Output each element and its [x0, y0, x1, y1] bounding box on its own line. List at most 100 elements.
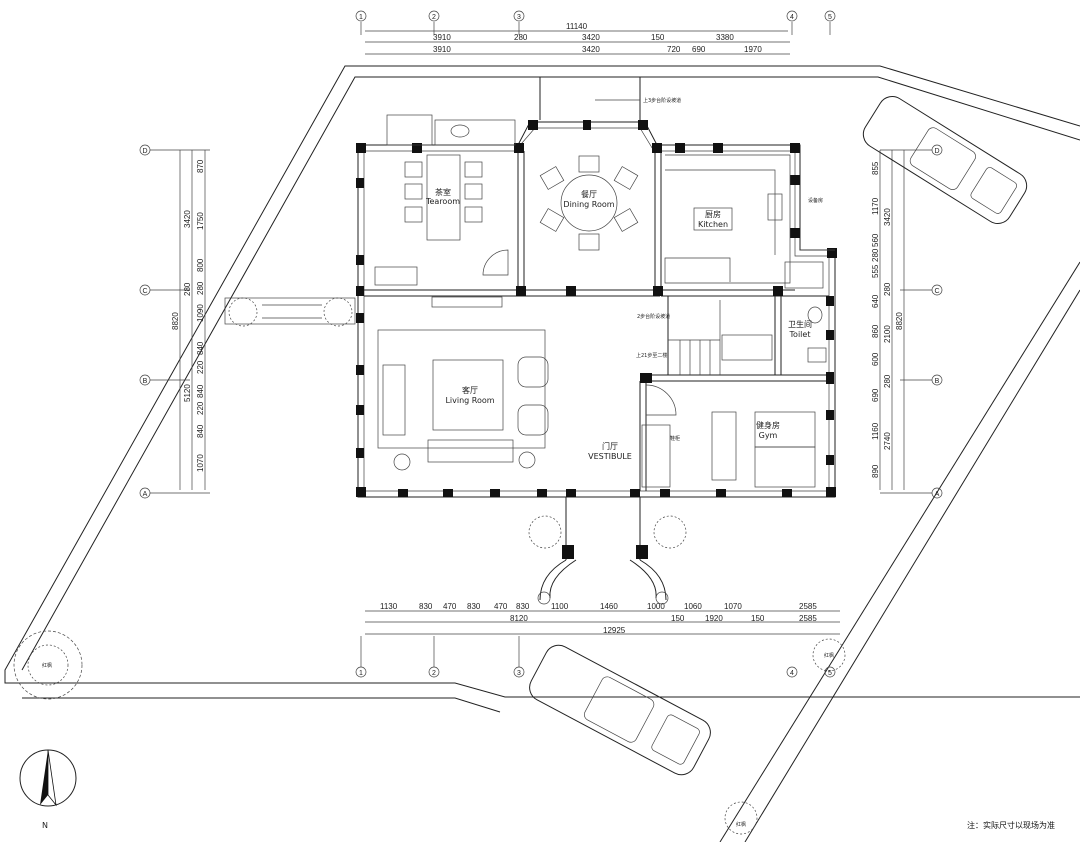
axis-bottom-5: 5 [824, 666, 836, 678]
plan-linework [826, 410, 834, 420]
plan-linework [638, 120, 648, 130]
plan-label: 840 [196, 341, 205, 355]
plan-linework [21, 76, 1080, 671]
plan-linework [862, 96, 1028, 224]
plan-linework [827, 248, 837, 258]
plan-linework [404, 206, 423, 223]
plan-linework [812, 638, 846, 672]
dining-label-en: Dining Room [563, 200, 614, 209]
axis-bottom-1: 1 [355, 636, 367, 678]
plan-linework [356, 313, 364, 323]
site-boundary [4, 65, 1080, 842]
plan-linework [427, 439, 514, 463]
plan-label: 870 [196, 159, 205, 173]
plan-linework [578, 233, 600, 251]
plan-label: 280 [196, 281, 205, 295]
plan-linework [13, 630, 83, 700]
plan-linework [754, 446, 816, 488]
plan-linework [356, 255, 364, 265]
plan-label: 3420 [183, 210, 192, 228]
plan-linework [651, 714, 700, 765]
plan-linework [539, 559, 567, 601]
plan-linework [909, 127, 976, 190]
plan-label: 12925 [603, 626, 626, 635]
plan-linework [613, 166, 639, 190]
plan-label: 280 [514, 33, 528, 42]
plan-linework [377, 329, 546, 449]
shrub-icon [323, 297, 353, 327]
plan-linework [539, 208, 565, 232]
plan-label: 280 [871, 248, 880, 262]
plan-linework [404, 183, 423, 200]
car-icon [862, 96, 1028, 224]
plan-linework [490, 489, 500, 497]
plan-linework [528, 120, 538, 130]
plan-linework [356, 448, 364, 458]
tree-icon: 红枫 [812, 638, 846, 672]
plan-linework [356, 178, 364, 188]
plan-label: 830 [419, 602, 433, 611]
plan-label: 470 [494, 602, 508, 611]
plan-linework [428, 10, 440, 22]
plan-label: 1100 [551, 602, 569, 611]
plan-linework [713, 143, 723, 153]
plan-linework [807, 347, 827, 363]
plan-linework [426, 154, 461, 241]
plan-linework [412, 143, 422, 153]
shrub-icon [228, 297, 258, 327]
grid-axes: 1 2 3 4 5 1 2 3 4 5 D C B A D C B A [139, 10, 943, 678]
plan-label: 5120 [183, 384, 192, 402]
plan-linework [356, 286, 364, 296]
plan-linework [566, 286, 576, 296]
plan-linework [786, 666, 798, 678]
plan-linework [767, 193, 783, 221]
plan-label: 红枫 [42, 662, 52, 669]
plan-linework [826, 330, 834, 340]
gym-label-en: Gym [759, 431, 778, 440]
plan-linework [566, 489, 576, 497]
plan-label: 830 [516, 602, 530, 611]
plan-label: 2585 [799, 614, 817, 623]
plan-linework [790, 175, 800, 185]
plan-label: A [935, 491, 940, 498]
plan-label: 690 [871, 388, 880, 402]
axis-bottom-4: 4 [786, 666, 798, 678]
toilet-label-en: Toilet [789, 330, 811, 339]
plan-linework [711, 411, 737, 481]
axis-right-C: C [900, 284, 943, 296]
tearoom-label-en: Tearoom [425, 197, 460, 206]
plan-linework [786, 10, 798, 22]
plan-linework [432, 359, 504, 431]
plan-linework [22, 697, 501, 713]
site-note: 注：实际尺寸以现场为准 [967, 820, 1055, 830]
plan-label: A [143, 491, 148, 498]
shoe-cabinet-label: 鞋柜 [670, 435, 680, 442]
plan-label: 3 [517, 14, 521, 21]
plan-linework [386, 114, 433, 146]
plan-label: 4 [790, 14, 794, 21]
plan-label: 220 [196, 360, 205, 374]
axis-right-A: A [880, 487, 943, 499]
plan-label: 855 [871, 161, 880, 175]
plan-label: 720 [667, 45, 681, 54]
axis-right-B: B [900, 374, 943, 386]
tearoom-label-cn: 茶室 [435, 187, 451, 197]
plan-label: 1970 [744, 45, 762, 54]
plan-linework [560, 174, 618, 232]
plan-label: 1 [359, 14, 363, 21]
plan-label: 860 [871, 324, 880, 338]
plan-label: 2 [432, 14, 436, 21]
plan-label: 280 [183, 282, 192, 296]
plan-linework [482, 249, 509, 276]
plan-label: 280 [883, 374, 892, 388]
plan-linework [450, 124, 470, 138]
plan-label: 8120 [510, 614, 528, 623]
plan-linework [393, 453, 411, 471]
north-arrow-icon: N [19, 749, 77, 830]
plan-linework [431, 296, 503, 308]
living-label-en: Living Room [445, 396, 494, 405]
living-label-cn: 客厅 [462, 385, 478, 395]
plan-linework [356, 143, 366, 153]
plan-linework [826, 296, 834, 306]
plan-linework [516, 286, 526, 296]
